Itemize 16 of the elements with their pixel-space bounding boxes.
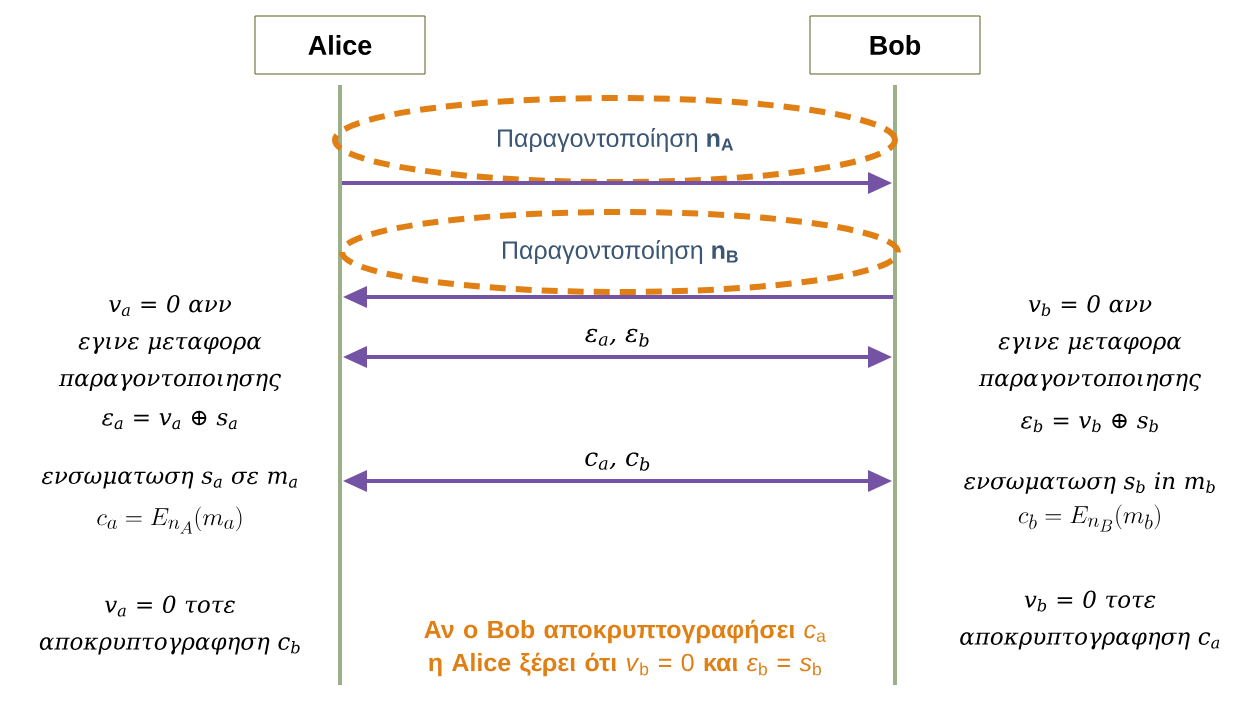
arrow <box>343 286 893 308</box>
note-text: Αν ο Bob αποκρυπτογραφήσει c$_{a}$ η Alice ξέρει ότι v$_{b}$ = 0 και ε$_{b}$ = s$_{b}$ <box>424 619 826 677</box>
arrow <box>343 346 892 368</box>
annotation-text: v$_{b}$ = 0 τοτε αποκρυπτογραφηση c$_{a}$ <box>960 590 1220 650</box>
annotation-text: ενσωματωση s$_{a}$ σε m$_{a}$ <box>42 471 297 489</box>
actor-box: Alice <box>254 15 426 75</box>
actor-box: Bob <box>809 15 981 75</box>
edge-label: c$_{a}$, c$_{b}$ <box>585 452 650 471</box>
formula: $c_a = E_{n_A}(m_a)$ <box>97 506 242 534</box>
arrow <box>343 470 892 492</box>
annotation-text: v$_{a}$ = 0 τοτε αποκρυπτογραφηση c$_{b}$ <box>39 595 300 655</box>
edge-label: ε$_{a}$, ε$_{b}$ <box>585 328 649 347</box>
formula: $c_b = E_{n_B}(m_b)$ <box>1018 504 1160 532</box>
annotation-text: ενσωματωση s$_{b}$ in m$_{b}$ <box>964 472 1215 494</box>
annotation-text: ε$_{b}$ = v$_{b}$ ⊕ s$_{b}$ <box>1021 413 1158 433</box>
arrow <box>342 172 892 194</box>
